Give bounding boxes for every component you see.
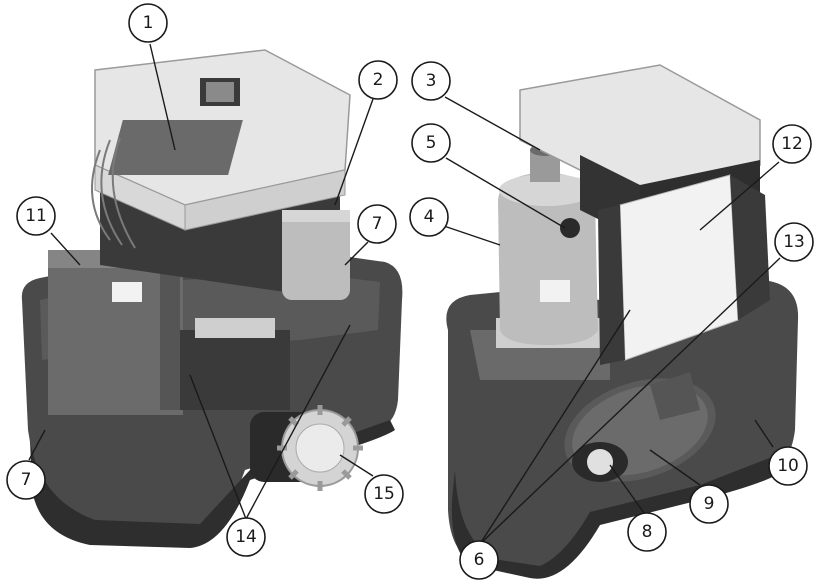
callout-1: 1: [128, 3, 168, 43]
callout-2-label: 2: [373, 70, 384, 90]
right-motor: [496, 144, 606, 348]
callout-13-label: 13: [783, 232, 805, 252]
callout-3-label: 3: [426, 71, 437, 91]
release-lock: [572, 442, 628, 482]
callout-7-left: 7: [6, 460, 46, 500]
callout-8: 8: [627, 512, 667, 552]
callout-15: 15: [364, 474, 404, 514]
right-operator-unit: [446, 64, 799, 579]
callout-10: 10: [768, 446, 808, 486]
callout-1-label: 1: [143, 13, 154, 33]
callout-13: 13: [774, 222, 814, 262]
callout-6: 6: [459, 540, 499, 580]
callout-7-right-label: 7: [372, 214, 383, 234]
callout-10-label: 10: [777, 456, 799, 476]
callout-15-label: 15: [373, 484, 395, 504]
callout-2: 2: [358, 60, 398, 100]
callout-11: 11: [16, 196, 56, 236]
callout-7-right: 7: [357, 204, 397, 244]
callout-4-label: 4: [424, 207, 435, 227]
callout-3: 3: [411, 61, 451, 101]
callout-14-label: 14: [235, 527, 257, 547]
left-operator-unit: [21, 49, 403, 548]
callout-6-label: 6: [474, 550, 485, 570]
callout-5: 5: [411, 123, 451, 163]
left-motor: [282, 210, 350, 300]
callout-12: 12: [772, 124, 812, 164]
callout-12-label: 12: [781, 134, 803, 154]
gear-assembly: [250, 405, 363, 491]
callout-4: 4: [409, 197, 449, 237]
callout-8-label: 8: [642, 522, 653, 542]
leader-lines: [28, 43, 781, 545]
callout-11-label: 11: [25, 206, 47, 226]
callout-14: 14: [226, 517, 266, 557]
callout-9: 9: [689, 484, 729, 524]
callout-7-left-label: 7: [21, 470, 32, 490]
callout-5-label: 5: [426, 133, 437, 153]
callout-9-label: 9: [704, 494, 715, 514]
